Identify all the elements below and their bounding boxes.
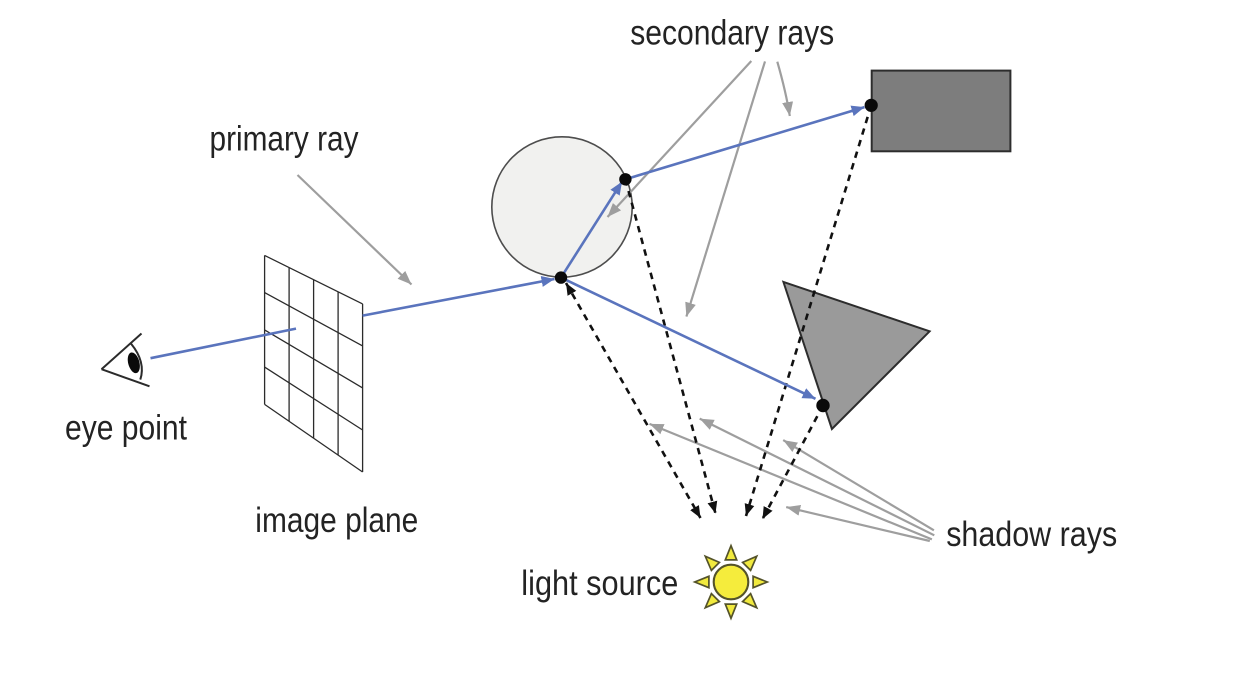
svg-text:shadow rays: shadow rays [946, 515, 1117, 554]
svg-text:light source: light source [521, 564, 678, 603]
svg-text:image plane: image plane [255, 501, 418, 540]
svg-text:primary ray: primary ray [210, 120, 359, 159]
svg-text:secondary rays: secondary rays [630, 13, 834, 52]
svg-text:eye point: eye point [65, 409, 187, 448]
